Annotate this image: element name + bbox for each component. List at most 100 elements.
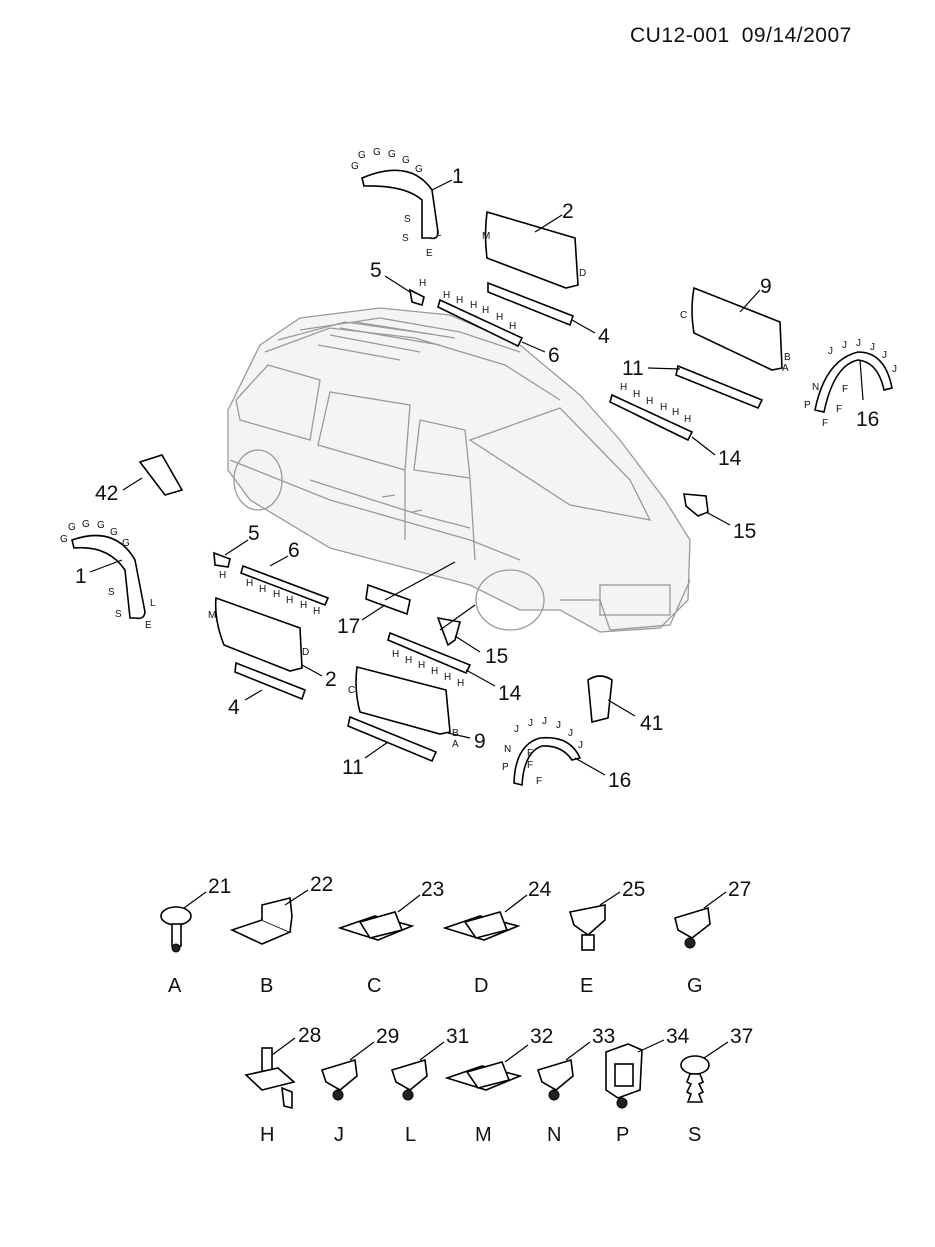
callout-1-top: 1 <box>452 165 464 188</box>
svg-text:J: J <box>528 718 533 729</box>
svg-text:F: F <box>836 404 842 415</box>
callout-2-top: 2 <box>562 200 574 223</box>
svg-text:J: J <box>882 350 887 361</box>
fastener-num-37: 37 <box>730 1025 753 1048</box>
fastener-cap-G: G <box>687 975 703 997</box>
svg-text:H: H <box>405 655 412 666</box>
svg-text:G: G <box>351 161 359 172</box>
svg-text:J: J <box>556 720 561 731</box>
diagram-code: CU12-001 <box>630 24 730 47</box>
svg-text:S: S <box>108 587 115 598</box>
callout-6-top: 6 <box>548 344 560 367</box>
svg-text:A: A <box>452 739 459 750</box>
fastener-cap-N: N <box>547 1124 561 1146</box>
svg-text:G: G <box>388 149 396 160</box>
part-9-front-door-molding <box>691 286 783 371</box>
fastener-num-33: 33 <box>592 1025 615 1048</box>
svg-text:H: H <box>672 407 679 418</box>
callout-6-left: 6 <box>288 539 300 562</box>
callout-11-lower: 11 <box>342 756 364 779</box>
svg-text:C: C <box>680 310 687 321</box>
callout-16-right: 16 <box>856 408 879 431</box>
svg-text:H: H <box>646 396 653 407</box>
svg-text:J: J <box>842 340 847 351</box>
svg-text:A: A <box>782 363 789 374</box>
svg-text:F: F <box>822 418 828 429</box>
svg-text:H: H <box>444 672 451 683</box>
van-illustration <box>227 307 691 633</box>
svg-text:G: G <box>110 527 118 538</box>
callout-15-lower: 15 <box>485 645 508 668</box>
callout-1-left: 1 <box>75 565 87 588</box>
part-16-front-wheel-flare <box>814 351 893 413</box>
svg-text:H: H <box>392 649 399 660</box>
svg-text:H: H <box>259 584 266 595</box>
part-5-bracket <box>408 288 425 307</box>
callout-9-lower: 9 <box>474 730 486 753</box>
svg-text:B: B <box>784 352 791 363</box>
callout-14-lower: 14 <box>498 682 522 705</box>
svg-text:H: H <box>457 678 464 689</box>
fastener-labels: 21 A 22 B 23 C 24 D 25 E 27 G 28 H 29 J … <box>168 873 753 1146</box>
fastener-num-31: 31 <box>446 1025 469 1048</box>
fastener-cap-J: J <box>334 1124 344 1146</box>
svg-text:G: G <box>415 164 423 175</box>
fastener-21-push-pin-icon <box>160 906 192 926</box>
svg-text:C: C <box>348 685 355 696</box>
svg-text:S: S <box>402 233 409 244</box>
svg-text:G: G <box>122 538 130 549</box>
svg-text:J: J <box>568 728 573 739</box>
svg-text:D: D <box>302 647 309 658</box>
fastener-cap-D: D <box>474 975 488 997</box>
part-2-door-molding-left <box>214 596 303 672</box>
svg-text:J: J <box>892 364 897 375</box>
svg-text:S: S <box>115 609 122 620</box>
fastener-37-christmas-tree-clip-icon <box>680 1055 710 1075</box>
callout-numbers: 1 2 4 5 6 9 11 14 16 15 42 1 5 6 2 4 17 … <box>75 165 879 792</box>
fastener-cap-H: H <box>260 1124 274 1146</box>
svg-text:H: H <box>633 389 640 400</box>
part-6-retainer-left <box>240 564 330 607</box>
part-14-retainer-front-lower <box>387 631 472 675</box>
svg-text:M: M <box>482 231 490 242</box>
svg-text:S: S <box>404 214 411 225</box>
fastener-33-clip-icon <box>536 1058 574 1091</box>
part-41-molding-end <box>587 675 613 724</box>
fastener-25-clip-icon <box>568 904 606 937</box>
fastener-num-23: 23 <box>421 878 444 901</box>
fastener-letter-codes: G G G G G G S S L E M D H H H H H H H C … <box>60 147 897 787</box>
svg-text:L: L <box>150 598 156 609</box>
part-11-rocker-strip-front-lower <box>347 715 438 763</box>
svg-text:H: H <box>443 290 450 301</box>
callout-11-right: 11 <box>622 357 644 380</box>
callout-4-top: 4 <box>598 325 610 348</box>
svg-text:L: L <box>436 228 442 239</box>
callout-41: 41 <box>640 712 663 735</box>
svg-text:G: G <box>60 534 68 545</box>
svg-text:G: G <box>97 520 105 531</box>
part-11-rocker-strip-front <box>675 364 764 410</box>
fastener-num-24: 24 <box>528 878 552 901</box>
svg-text:H: H <box>273 589 280 600</box>
svg-text:H: H <box>300 600 307 611</box>
svg-text:M: M <box>208 610 216 621</box>
svg-text:H: H <box>313 606 320 617</box>
fastener-29-clip-icon <box>320 1058 358 1091</box>
svg-text:H: H <box>684 414 691 425</box>
svg-text:J: J <box>514 724 519 735</box>
svg-text:N: N <box>504 744 511 755</box>
leader-lines <box>89 179 864 776</box>
callout-4-left: 4 <box>228 696 240 719</box>
svg-text:J: J <box>578 740 583 751</box>
svg-text:J: J <box>542 716 547 727</box>
svg-text:F: F <box>536 776 542 787</box>
svg-text:P: P <box>804 400 811 411</box>
svg-text:J: J <box>856 338 861 349</box>
callout-16-lower: 16 <box>608 769 631 792</box>
diagram-date: 09/14/2007 <box>741 24 852 47</box>
callout-5-top: 5 <box>370 259 382 282</box>
part-17-retainer <box>365 583 411 616</box>
svg-text:H: H <box>470 300 477 311</box>
part-15-bracket-lower <box>436 616 462 647</box>
